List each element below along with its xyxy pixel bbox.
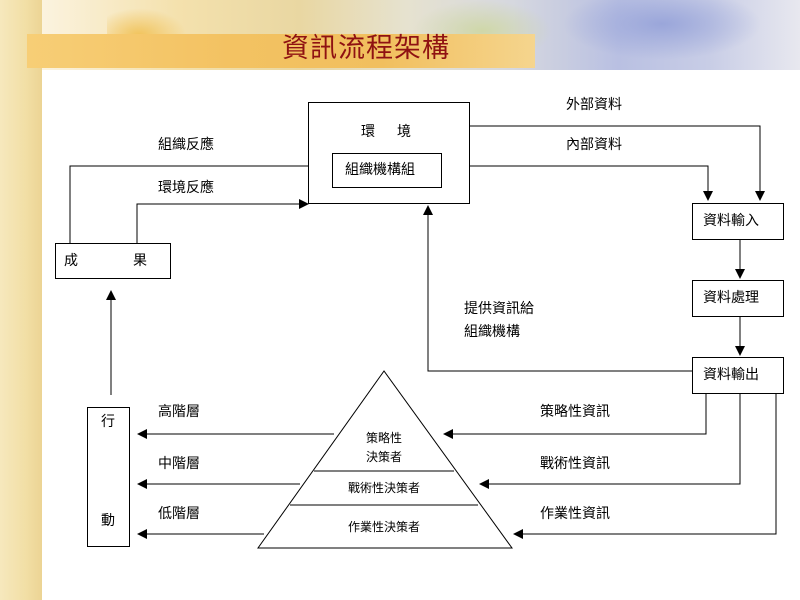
environment-label-char: 境 xyxy=(397,124,411,140)
result-label-char: 成 xyxy=(64,253,78,269)
strategic-info-label: 策略性資訊 xyxy=(540,404,610,420)
pyramid-bottom-label: 作業性決策者 xyxy=(347,520,420,534)
pyramid-top-label: 決策者 xyxy=(365,450,402,464)
data-processing-box xyxy=(692,280,784,317)
mid-level-label: 中階層 xyxy=(158,456,200,472)
result-label-char: 果 xyxy=(133,253,147,269)
result-box xyxy=(55,243,171,279)
pyramid-top-label: 策略性 xyxy=(365,431,402,445)
slide-title: 資訊流程架構 xyxy=(282,33,450,64)
title-bar xyxy=(27,34,535,68)
data-input-box xyxy=(692,203,784,240)
tactical-info-label: 戰術性資訊 xyxy=(540,456,610,472)
left-decorative-bar xyxy=(0,0,42,600)
action-label-char: 行 xyxy=(101,414,115,430)
external-data-arrow xyxy=(470,125,765,201)
operational-info-label: 作業性資訊 xyxy=(540,506,610,522)
low-level-label: 低階層 xyxy=(158,506,200,522)
action-label-char: 動 xyxy=(101,513,115,529)
high-level-label: 高階層 xyxy=(158,404,200,420)
header-flower-decoration xyxy=(562,0,762,60)
pyramid-middle-label: 戰術性決策者 xyxy=(347,481,420,495)
env-feedback-label: 環境反應 xyxy=(158,180,214,196)
data-output-box xyxy=(692,357,784,394)
decision-pyramid xyxy=(257,370,513,549)
org-feedback-arrow xyxy=(69,161,331,244)
org-group-label: 組織機構組 xyxy=(345,162,415,178)
action-box xyxy=(87,407,130,547)
data-processing-label: 資料處理 xyxy=(703,290,759,306)
provide-info-label: 提供資訊給 xyxy=(464,301,534,317)
org-group-box xyxy=(332,153,442,188)
operational-info-arrow xyxy=(513,394,777,539)
tactical-info-arrow xyxy=(479,394,741,489)
org-feedback-label: 組織反應 xyxy=(158,137,214,153)
env-feedback-arrow xyxy=(136,199,309,244)
provide-info-arrow xyxy=(423,205,692,372)
provide-info-label: 組織機構 xyxy=(464,324,520,340)
data-output-label: 資料輸出 xyxy=(703,367,759,383)
internal-data-arrow xyxy=(442,165,713,201)
data-input-label: 資料輸入 xyxy=(703,213,759,229)
external-data-label: 外部資料 xyxy=(566,97,622,113)
strategic-info-arrow xyxy=(443,394,707,439)
environment-label-char: 環 xyxy=(361,124,375,140)
internal-data-label: 內部資料 xyxy=(566,137,622,153)
